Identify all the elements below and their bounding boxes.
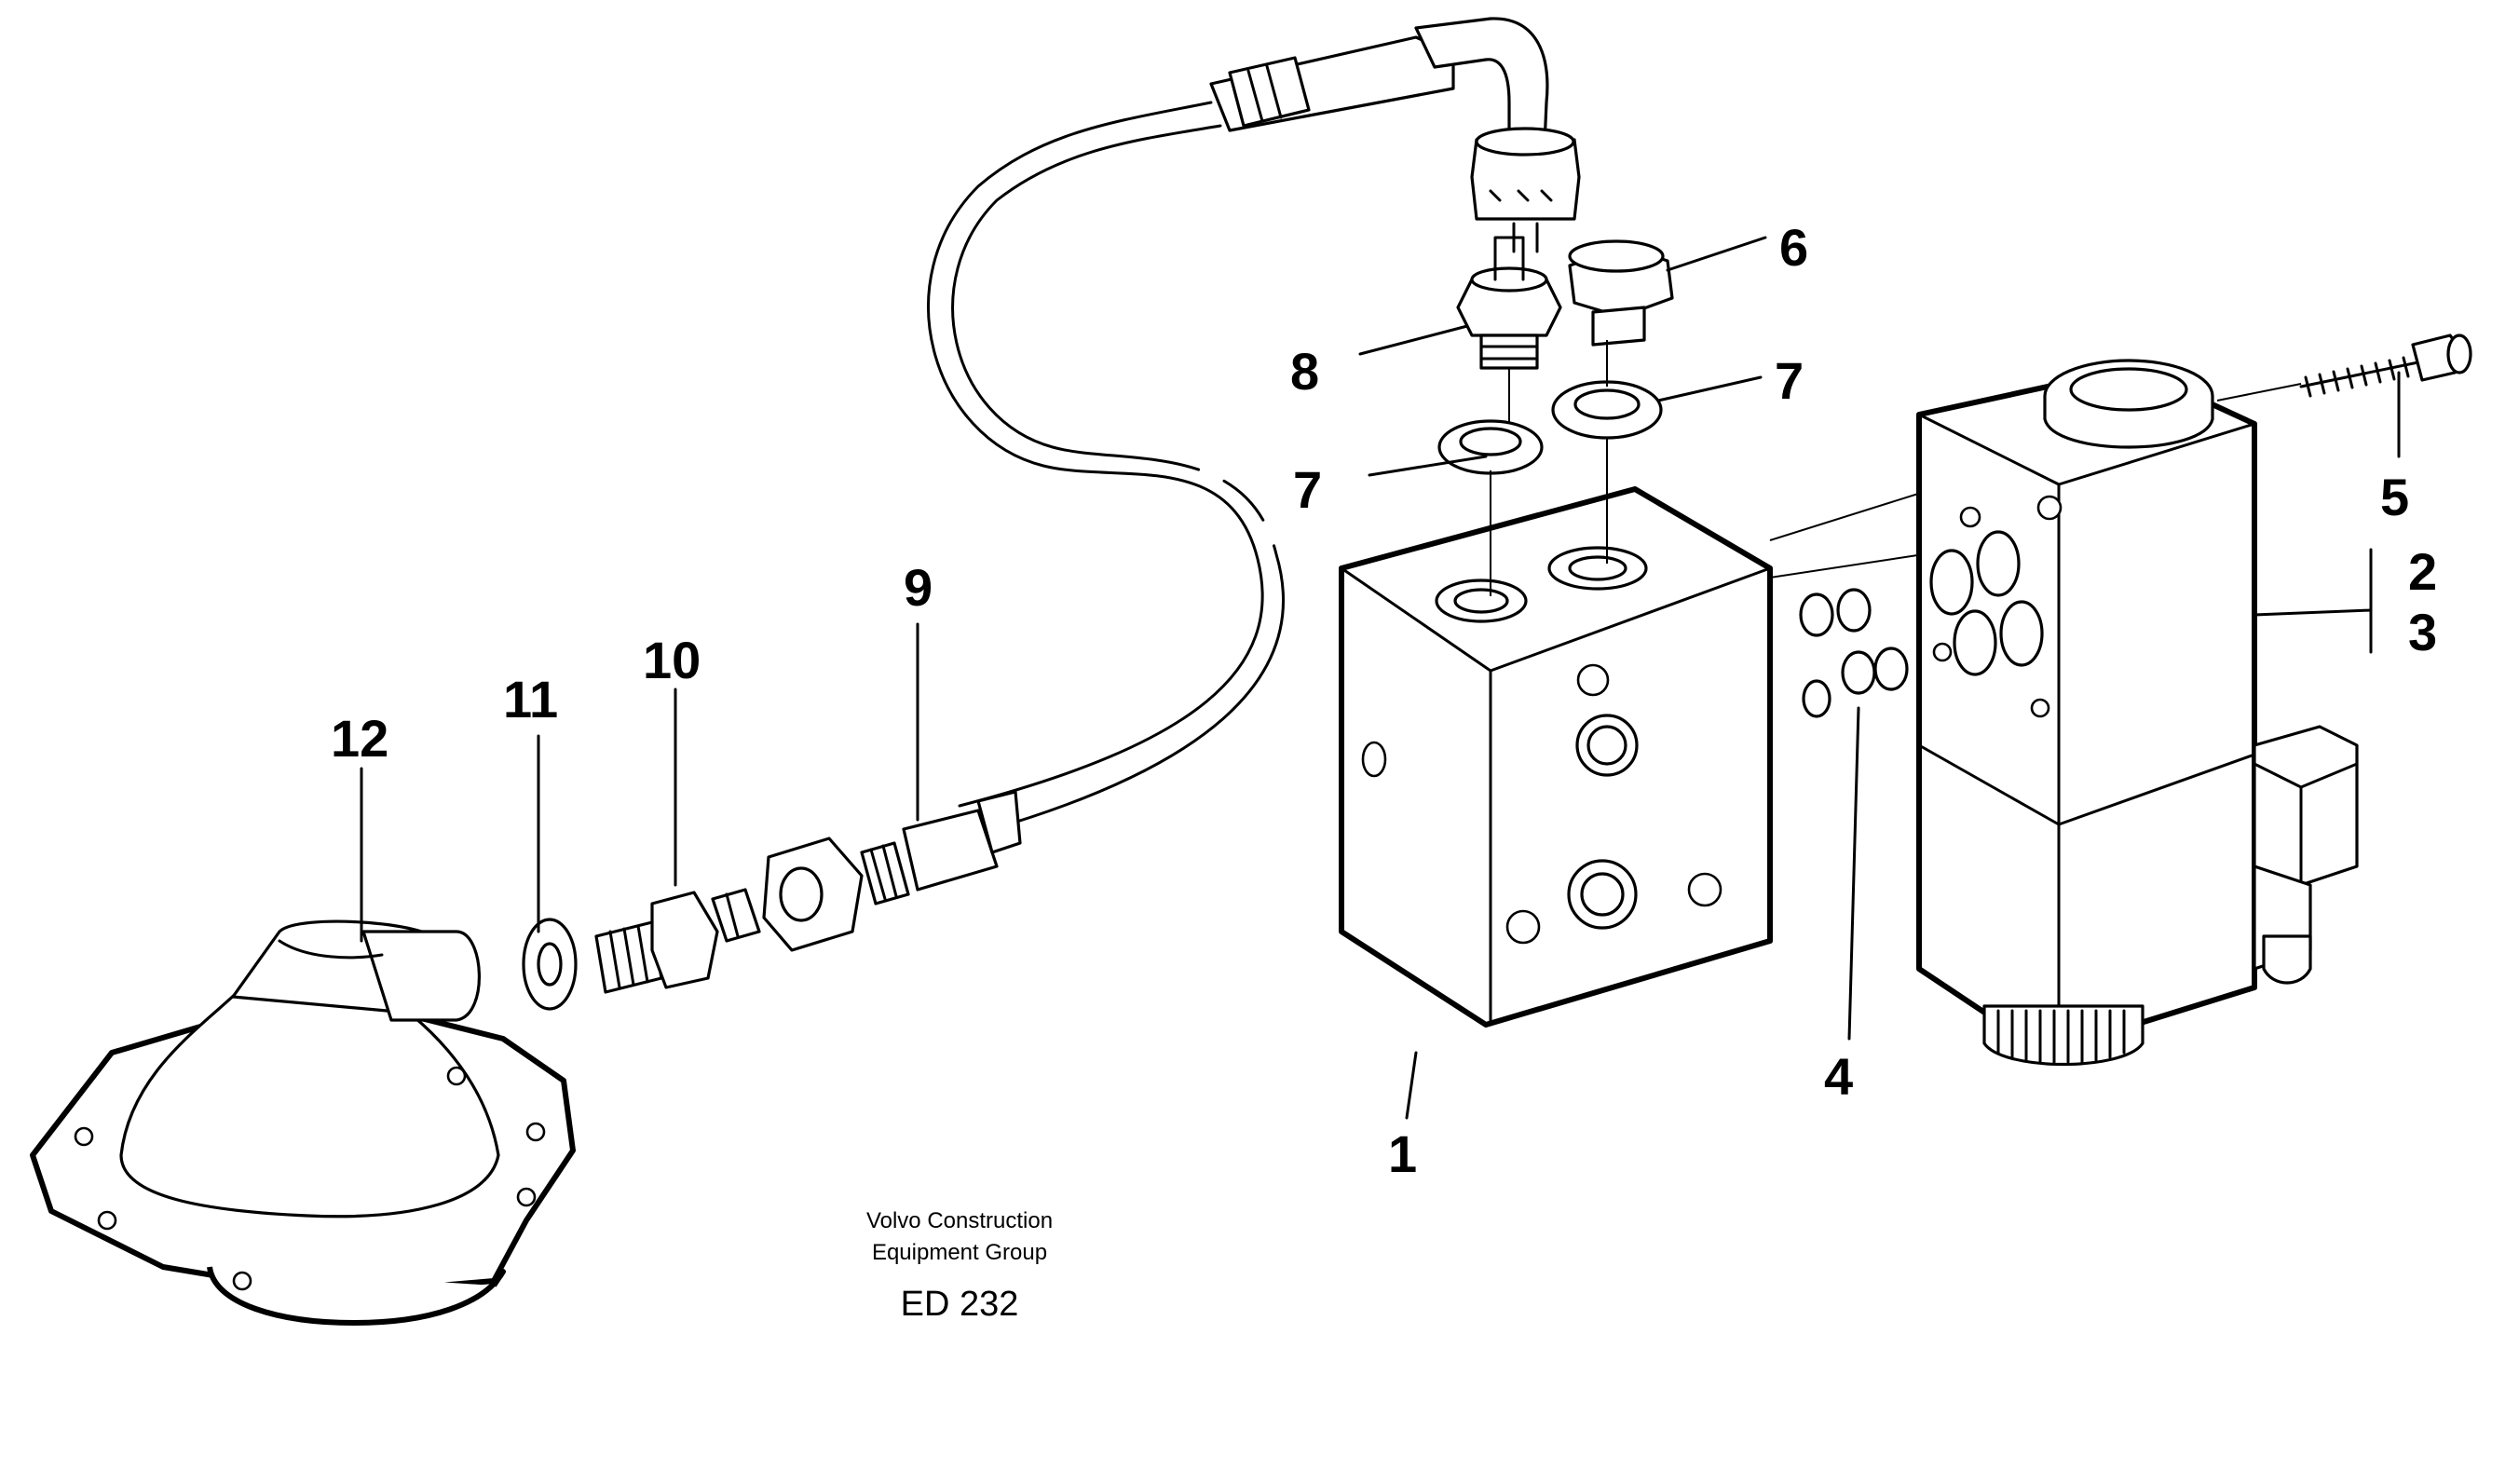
caption-line-2: Equipment Group	[872, 1240, 1047, 1265]
leader-lines	[360, 236, 2401, 1120]
valve-block	[1339, 486, 1773, 1028]
callout-9: 9	[904, 558, 933, 617]
plug-6	[1568, 239, 1674, 347]
hose-end-nut	[762, 790, 1022, 952]
callout-2: 2	[2408, 542, 2437, 601]
caption-line-1: Volvo Construction	[866, 1208, 1053, 1233]
sealing-washer-11	[522, 918, 578, 1011]
callout-3: 3	[2408, 603, 2437, 661]
hydraulic-hose	[927, 17, 1581, 840]
callout-4: 4	[1824, 1047, 1853, 1106]
callout-10: 10	[643, 631, 701, 689]
drawing-code: ED 232	[901, 1285, 1019, 1324]
callout-7-right: 7	[1775, 351, 1804, 410]
callout-6: 6	[1779, 218, 1808, 277]
o-rings-4	[1799, 588, 1909, 718]
callout-7-left: 7	[1293, 460, 1322, 519]
solenoid-valve	[1916, 359, 2359, 1066]
screw-5	[2299, 334, 2472, 398]
nipple-10	[594, 888, 761, 994]
callout-12: 12	[331, 709, 388, 768]
callout-8: 8	[1290, 342, 1319, 401]
hose-swivel-nut	[1470, 127, 1581, 253]
seal-ring-7-left	[1437, 419, 1544, 475]
callout-1: 1	[1388, 1124, 1417, 1183]
publisher-caption: Volvo Construction Equipment Group ED 23…	[866, 1208, 1053, 1324]
callout-5: 5	[2380, 468, 2409, 526]
pump-housing	[30, 919, 576, 1326]
callout-11: 11	[503, 670, 558, 728]
adapter-8	[1456, 236, 1562, 370]
seal-ring-7-right	[1551, 380, 1663, 440]
